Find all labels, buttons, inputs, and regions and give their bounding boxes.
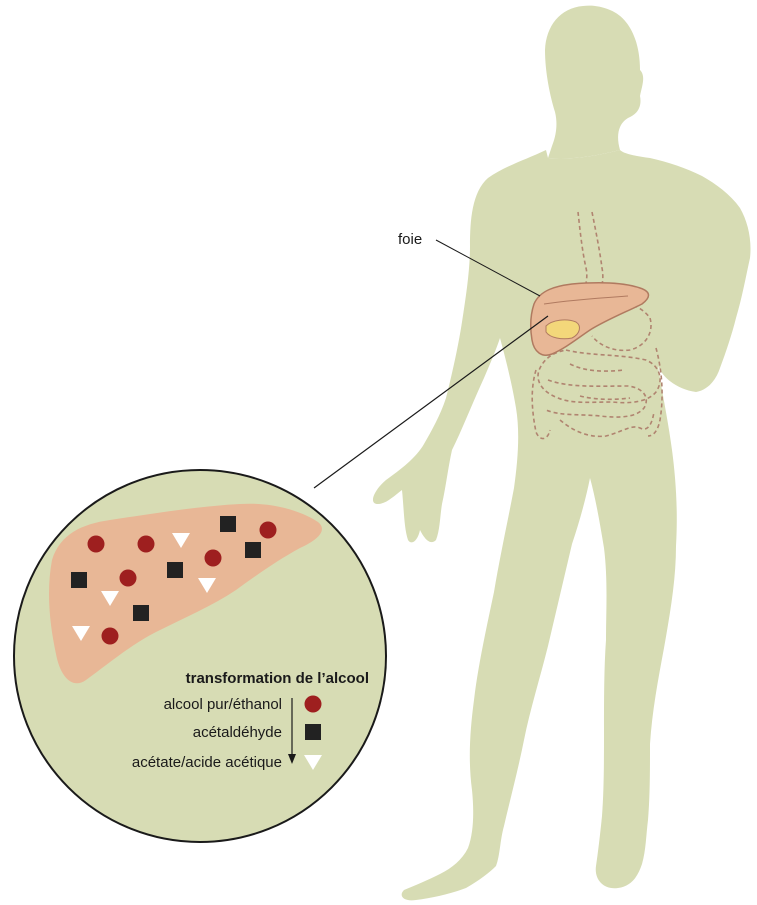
- legend-ethanol-marker: [305, 696, 322, 713]
- legend-title: transformation de l’alcool: [186, 670, 369, 687]
- body-head: [545, 6, 643, 159]
- gallbladder: [546, 320, 579, 339]
- organ-label: foie: [398, 231, 422, 248]
- human-body-silhouette: [373, 6, 751, 901]
- ethanol-marker: [205, 550, 222, 567]
- acetaldehyde-marker: [71, 572, 87, 588]
- legend-label-acetate: acétate/acide acétique: [132, 754, 282, 771]
- body-torso: [373, 150, 751, 900]
- legend-acetaldehyde-marker: [305, 724, 321, 740]
- ethanol-marker: [138, 536, 155, 553]
- ethanol-marker: [120, 570, 137, 587]
- ethanol-marker: [88, 536, 105, 553]
- ethanol-marker: [260, 522, 277, 539]
- acetaldehyde-marker: [220, 516, 236, 532]
- legend-label-ethanol: alcool pur/éthanol: [164, 696, 282, 713]
- legend-label-acetaldehyde: acétaldéhyde: [193, 724, 282, 741]
- acetaldehyde-marker: [245, 542, 261, 558]
- acetaldehyde-marker: [167, 562, 183, 578]
- ethanol-marker: [102, 628, 119, 645]
- acetaldehyde-marker: [133, 605, 149, 621]
